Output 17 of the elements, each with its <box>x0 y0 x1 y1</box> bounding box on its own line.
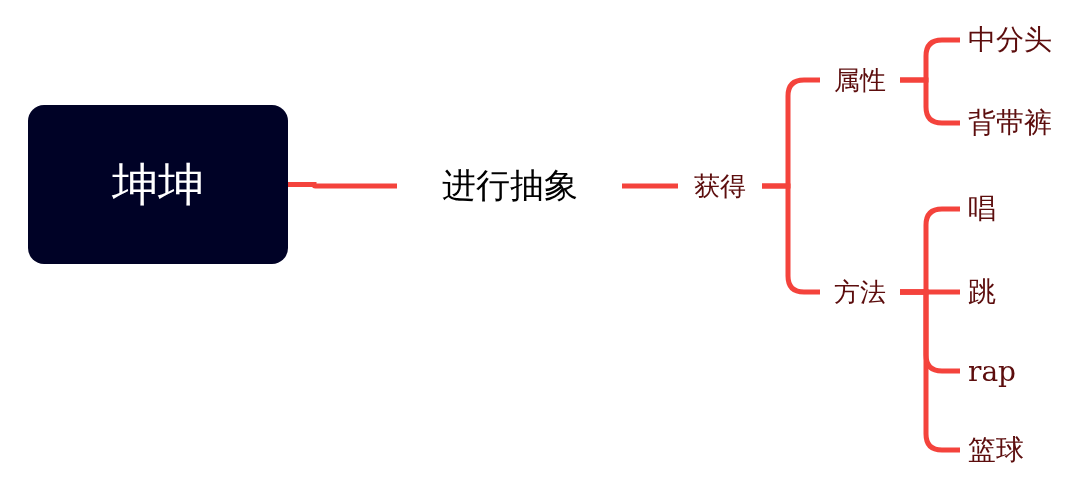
leaf-label: 跳 <box>968 274 996 310</box>
leaf-label: rap <box>968 354 1016 388</box>
branch-label: 获得 <box>694 169 746 203</box>
leaf-label: 背带裤 <box>968 105 1052 141</box>
topic-text: 坤坤 <box>112 155 204 213</box>
branch-label: 属性 <box>834 63 886 97</box>
connector-line <box>762 183 820 295</box>
branch-label: 方法 <box>834 275 886 309</box>
branch-label: 进行抽象 <box>441 164 578 207</box>
leaf-label: 篮球 <box>968 432 1024 468</box>
leaf-label: 唱 <box>968 191 996 227</box>
connector-line <box>288 182 397 189</box>
connector-line <box>900 289 960 453</box>
leaf-label: 中分头 <box>968 22 1052 58</box>
connector-line <box>622 183 678 189</box>
connector-line <box>900 77 960 126</box>
topic-box <box>28 105 288 264</box>
